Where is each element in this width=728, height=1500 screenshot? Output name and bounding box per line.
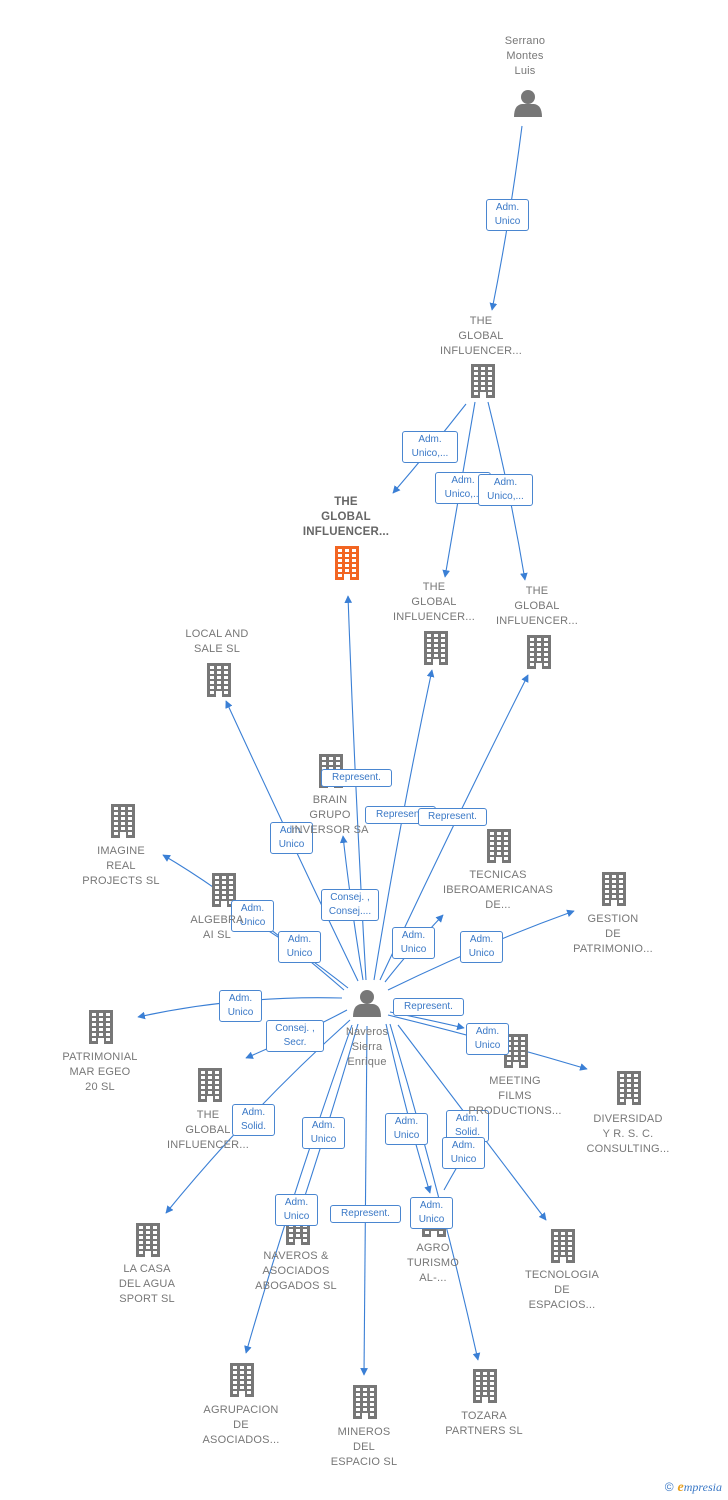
edge-label-naveros-to-local[interactable]: Adm. Unico xyxy=(270,822,313,854)
node-label-tgi_low[interactable]: THE GLOBAL INFLUENCER... xyxy=(166,1109,250,1151)
node-label-imagine[interactable]: IMAGINE REAL PROJECTS SL xyxy=(82,845,160,887)
edge-label-naveros-to-imagine[interactable]: Adm. Unico xyxy=(231,900,274,932)
node-label-mineros[interactable]: MINEROS DEL ESPACIO SL xyxy=(330,1426,398,1468)
node-label-agro[interactable]: AGRO TURISMO AL-... xyxy=(406,1242,460,1284)
edge-label-naveros-to-agrupacion[interactable]: Adm. Unico xyxy=(275,1194,318,1226)
edge-label-serrano-to-tgi_top[interactable]: Adm. Unico xyxy=(486,199,529,231)
edge-label-naveros-to-nav_abog[interactable]: Adm. Unico xyxy=(302,1117,345,1149)
edge-label-agro-to-tecnologia[interactable]: Adm. Unico xyxy=(442,1137,485,1169)
node-label-meeting[interactable]: MEETING FILMS PRODUCTIONS... xyxy=(468,1075,562,1117)
building-icon-algebra[interactable] xyxy=(212,873,236,907)
node-label-tozara[interactable]: TOZARA PARTNERS SL xyxy=(445,1410,523,1437)
node-label-diversidad[interactable]: DIVERSIDAD Y R. S. C. CONSULTING... xyxy=(586,1113,670,1155)
node-label-tgi_mid[interactable]: THE GLOBAL INFLUENCER... xyxy=(392,581,476,623)
building-icon-patrimonial[interactable] xyxy=(89,1010,113,1044)
copyright-symbol: © xyxy=(664,1480,674,1494)
edge-label-naveros-to-tgi_main[interactable]: Represent. xyxy=(321,769,392,787)
node-label-tgi_right[interactable]: THE GLOBAL INFLUENCER... xyxy=(495,585,579,627)
building-icon-tgi_top[interactable] xyxy=(471,364,495,398)
building-icon-tgi_right[interactable] xyxy=(527,635,551,669)
node-label-brain[interactable]: BRAIN GRUPO INVERSOR SA xyxy=(291,794,369,836)
node-label-tgi_main[interactable]: THE GLOBAL INFLUENCER... xyxy=(302,496,390,538)
edge-naveros-to-agro xyxy=(385,1023,432,1194)
brand-initial: e xyxy=(677,1480,684,1495)
edge-label-naveros-to-mineros[interactable]: Represent. xyxy=(330,1205,401,1223)
node-label-patrimonial[interactable]: PATRIMONIAL MAR EGEO 20 SL xyxy=(62,1051,138,1093)
node-label-agrupacion[interactable]: AGRUPACION DE ASOCIADOS... xyxy=(202,1404,280,1446)
building-icon-meeting[interactable] xyxy=(504,1034,528,1068)
node-label-lacasa[interactable]: LA CASA DEL AGUA SPORT SL xyxy=(118,1263,176,1305)
edge-label-naveros-to-meeting[interactable]: Represent. xyxy=(393,998,464,1016)
edge-label-naveros-to-tozara[interactable]: Adm. Unico xyxy=(410,1197,453,1229)
edge-label-naveros-to-agro[interactable]: Adm. Unico xyxy=(385,1113,428,1145)
node-label-naveros[interactable]: Naveros Sierra Enrique xyxy=(345,1026,389,1068)
edge-naveros-to-tgi_main xyxy=(344,595,367,981)
node-label-algebra[interactable]: ALGEBRA AI SL xyxy=(190,914,244,941)
edge-label-naveros-to-tecnicas[interactable]: Adm. Unico xyxy=(392,927,435,959)
node-label-local[interactable]: LOCAL AND SALE SL xyxy=(185,628,249,655)
building-icon-tgi_main[interactable] xyxy=(335,546,359,580)
edge-naveros-to-tozara xyxy=(389,1023,481,1361)
node-label-tgi_top[interactable]: THE GLOBAL INFLUENCER... xyxy=(439,315,523,357)
building-icon-tozara[interactable] xyxy=(473,1369,497,1403)
building-icon-tgi_mid[interactable] xyxy=(424,631,448,665)
edge-label-naveros-to-algebra[interactable]: Adm. Unico xyxy=(278,931,321,963)
building-icon-imagine[interactable] xyxy=(111,804,135,838)
building-icon-lacasa[interactable] xyxy=(136,1223,160,1257)
building-icon-tecnicas[interactable] xyxy=(487,829,511,863)
edge-label-naveros-to-diversidad[interactable]: Adm. Unico xyxy=(466,1023,509,1055)
node-label-gestion[interactable]: GESTION DE PATRIMONIO... xyxy=(573,913,653,955)
node-label-tecnicas[interactable]: TECNICAS IBEROAMERICANAS DE... xyxy=(443,869,553,911)
edge-label-naveros-to-tgi_low[interactable]: Consej. , Secr. xyxy=(266,1020,324,1052)
edge-label-naveros-to-brain[interactable]: Consej. , Consej.... xyxy=(321,889,379,921)
building-icon-agrupacion[interactable] xyxy=(230,1363,254,1397)
person-icon-serrano[interactable] xyxy=(514,90,542,117)
edge-label-naveros-to-tgi_right[interactable]: Represent. xyxy=(418,808,487,826)
building-icon-mineros[interactable] xyxy=(353,1385,377,1419)
edge-label-naveros-to-patrimonial[interactable]: Adm. Unico xyxy=(219,990,262,1022)
brand-name: mpresia xyxy=(683,1480,722,1494)
edge-label-tgi_top-to-tgi_main[interactable]: Adm. Unico,... xyxy=(402,431,458,463)
building-icon-local[interactable] xyxy=(207,663,231,697)
node-label-tecnologia[interactable]: TECNOLOGIA DE ESPACIOS... xyxy=(524,1269,600,1311)
building-icon-diversidad[interactable] xyxy=(617,1071,641,1105)
node-label-nav_abog[interactable]: NAVEROS & ASOCIADOS ABOGADOS SL xyxy=(255,1250,337,1292)
person-icon-naveros[interactable] xyxy=(353,990,381,1017)
edge-naveros-to-agrupacion xyxy=(244,1024,353,1354)
edge-label-naveros-to-gestion[interactable]: Adm. Unico xyxy=(460,931,503,963)
empresia-logo[interactable]: ©empresia xyxy=(665,1480,722,1496)
node-label-serrano[interactable]: Serrano Montes Luis xyxy=(504,35,546,77)
building-icon-tgi_low[interactable] xyxy=(198,1068,222,1102)
building-icon-tecnologia[interactable] xyxy=(551,1229,575,1263)
edge-label-tgi_top-to-tgi_right[interactable]: Adm. Unico,... xyxy=(478,474,533,506)
edge-naveros-to-mineros xyxy=(360,1025,368,1376)
edge-label-naveros-to-lacasa[interactable]: Adm. Solid. xyxy=(232,1104,275,1136)
building-icon-gestion[interactable] xyxy=(602,872,626,906)
